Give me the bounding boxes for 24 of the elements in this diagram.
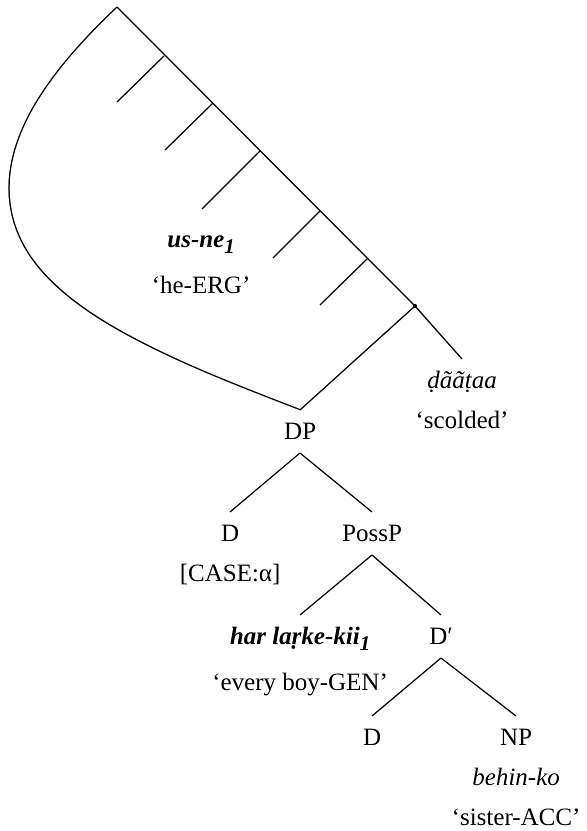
node-label: D <box>220 519 240 549</box>
tree-branch <box>300 305 416 411</box>
node-label: ḍããṭaa <box>427 366 497 396</box>
feature-label: [CASE:α] <box>180 559 280 589</box>
node-label: D <box>362 723 382 753</box>
gloss-text: behin-ko <box>472 763 560 793</box>
tree-branch <box>300 554 372 616</box>
junction-dot <box>413 304 417 308</box>
node-label: DP <box>284 417 316 447</box>
tree-branch <box>372 657 442 717</box>
node-label: har laṛke-kii$_{1}$ <box>230 622 370 657</box>
gloss-text: ‘sister-ACC’ <box>452 803 580 831</box>
gloss-text: ‘every boy-GEN’ <box>212 668 388 698</box>
tree-branch <box>372 554 442 616</box>
gloss-text: ‘scolded’ <box>415 406 509 436</box>
tree-branch <box>300 452 372 513</box>
tree-branch <box>440 657 516 717</box>
node-label: D′ <box>429 622 453 652</box>
tree-branch <box>414 306 463 360</box>
node-label: NP <box>500 723 532 753</box>
tree-branch <box>230 452 300 513</box>
gloss-text: ‘he-ERG’ <box>152 271 250 301</box>
node-label: PossP <box>342 519 402 549</box>
node-label: us-ne$_{1}$ <box>167 225 235 260</box>
